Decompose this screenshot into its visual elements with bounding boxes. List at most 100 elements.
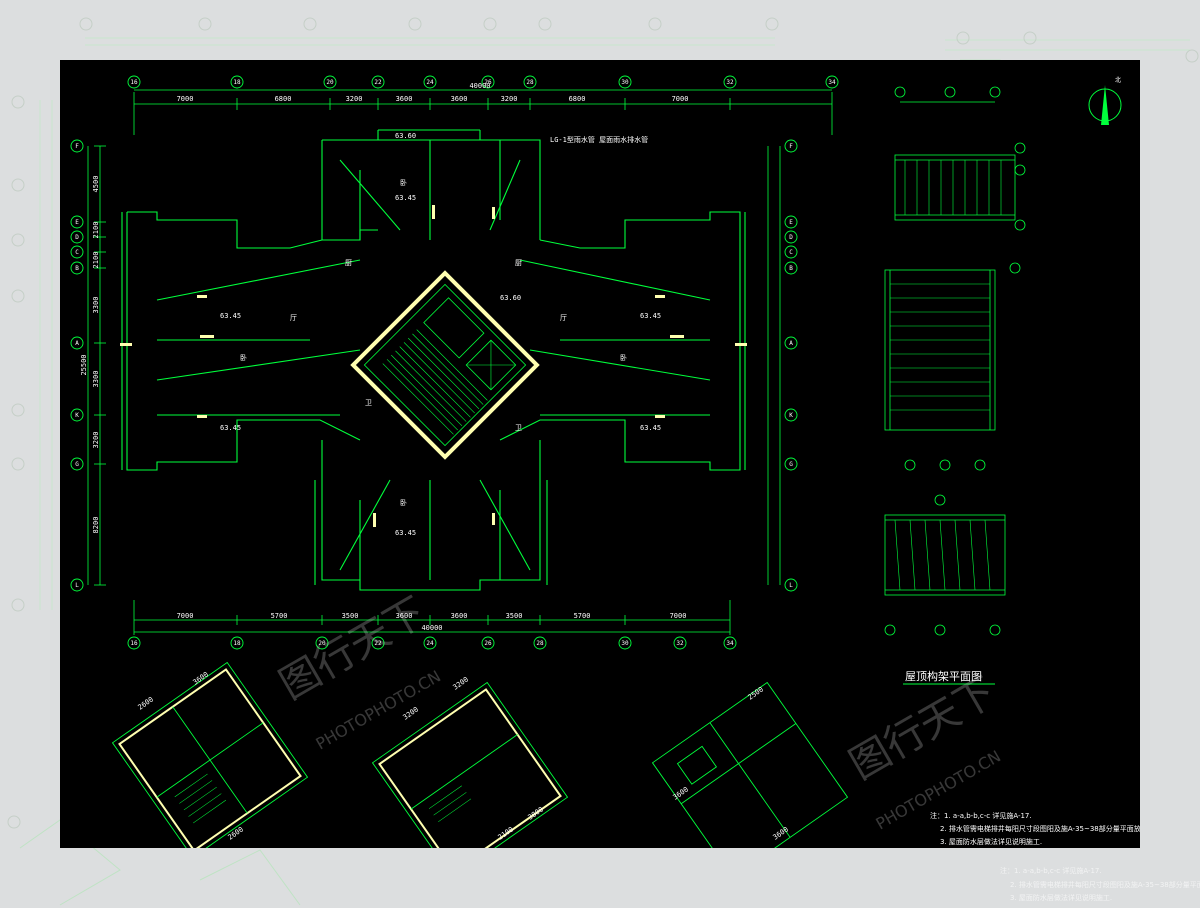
- room-label: 卫: [515, 424, 522, 432]
- svg-text:L: L: [789, 582, 793, 589]
- dimension-top: 3600: [396, 95, 413, 103]
- main-floor-plan: [121, 129, 746, 591]
- elevation-label: 63.45: [395, 529, 416, 537]
- room-label: 厨: [345, 259, 352, 267]
- dimension-total-bottom: 40000: [421, 624, 442, 632]
- svg-text:K: K: [789, 412, 793, 419]
- svg-text:L: L: [75, 582, 79, 589]
- axis-bubble-right: C: [784, 245, 798, 259]
- axis-bubble-left: F: [70, 139, 84, 153]
- svg-text:E: E: [75, 219, 79, 226]
- axis-bubble-top: 22: [371, 75, 385, 89]
- axis-bubble-bottom: 18: [230, 636, 244, 650]
- axis-bubble-left: E: [70, 215, 84, 229]
- dimension-bottom: 5700: [271, 612, 288, 620]
- svg-text:32: 32: [676, 640, 684, 647]
- room-label: 厅: [560, 314, 567, 322]
- dimension-bottom: 3600: [396, 612, 413, 620]
- svg-text:34: 34: [726, 640, 734, 647]
- background-note-line: 2. 排水管需电梯排井每阳尺寸段图阳及施A-35~38部分量平面放大图.: [1010, 880, 1200, 889]
- axis-bubble-bottom: 30: [618, 636, 632, 650]
- svg-text:D: D: [789, 234, 793, 241]
- axis-bubble-right: A: [784, 336, 798, 350]
- floor-plan-drawing: 16 18 20 22 24 26 28 30 32 34 40000 7000…: [70, 75, 1140, 848]
- plan-title: 屋顶构架平面图: [905, 669, 982, 683]
- svg-text:32: 32: [726, 79, 734, 86]
- cad-drawing-window: 16 18 20 22 24 26 28 30 32 34 40000 7000…: [60, 60, 1140, 848]
- roof-frame-detail-top: [894, 86, 1026, 231]
- axis-bubble-right: G: [784, 457, 798, 471]
- svg-text:18: 18: [233, 640, 241, 647]
- dimension-left: 2100: [92, 222, 100, 239]
- svg-text:C: C: [789, 249, 793, 256]
- axis-bubble-left: K: [70, 408, 84, 422]
- axis-bubble-left: L: [70, 578, 84, 592]
- axis-bubble-left: B: [70, 261, 84, 275]
- elevation-label: 63.60: [500, 294, 521, 302]
- svg-text:K: K: [75, 412, 79, 419]
- dimension-bottom: 7000: [670, 612, 687, 620]
- axis-bubble-bottom: 34: [723, 636, 737, 650]
- room-label: 厅: [290, 314, 297, 322]
- bottom-dimensions: 7000 5700 3500 3600 3600 3500 5700 7000 …: [177, 612, 687, 632]
- dimension-bottom: 3600: [451, 612, 468, 620]
- room-label: 卧: [620, 354, 627, 362]
- axis-bubble-left: D: [70, 230, 84, 244]
- svg-text:26: 26: [484, 79, 492, 86]
- axis-bubble-right: D: [784, 230, 798, 244]
- svg-text:30: 30: [621, 79, 629, 86]
- central-stair-core: [350, 270, 540, 460]
- sketch-dimension: 2500: [747, 685, 765, 701]
- svg-text:24: 24: [426, 79, 434, 86]
- background-note-line: 注：1. a-a,b-b,c-c 详见施A-17.: [1000, 866, 1102, 875]
- dimension-total-top: 40000: [469, 82, 490, 90]
- axis-bubble-bottom: 28: [533, 636, 547, 650]
- dimension-top: 7000: [672, 95, 689, 103]
- svg-text:A: A: [789, 340, 793, 347]
- top-dimensions: 40000 7000 6800 3200 3600 3600 3200 6800…: [177, 82, 689, 103]
- dimension-bottom: 5700: [574, 612, 591, 620]
- svg-text:22: 22: [374, 79, 382, 86]
- dimension-left: 3300: [92, 297, 100, 314]
- axis-bubble-bottom: 16: [127, 636, 141, 650]
- dimension-top: 3600: [451, 95, 468, 103]
- axis-bubble-bottom: 22: [371, 636, 385, 650]
- svg-text:18: 18: [233, 79, 241, 86]
- svg-text:16: 16: [130, 79, 138, 86]
- drain-pipe-note: LG-1型雨水管 屋面雨水排水管: [550, 135, 648, 144]
- elevation-label: 63.45: [220, 312, 241, 320]
- elevation-label: 63.45: [395, 194, 416, 202]
- axis-bubble-top: 18: [230, 75, 244, 89]
- svg-text:F: F: [75, 143, 79, 150]
- elevation-label: 63.45: [640, 424, 661, 432]
- note-line: 注：1. a-a,b-b,c-c 详见施A-17.: [930, 811, 1032, 820]
- svg-text:E: E: [789, 219, 793, 226]
- elevation-label: 63.60: [395, 132, 416, 140]
- axis-bubble-bottom: 26: [481, 636, 495, 650]
- svg-text:24: 24: [426, 640, 434, 647]
- axis-bubble-right: L: [784, 578, 798, 592]
- svg-text:22: 22: [374, 640, 382, 647]
- room-label: 卧: [400, 499, 407, 507]
- detail-sketch-3: [651, 681, 849, 848]
- axis-bubble-top: 30: [618, 75, 632, 89]
- axis-bubble-top: 24: [423, 75, 437, 89]
- svg-text:26: 26: [484, 640, 492, 647]
- axis-bubble-top: 32: [723, 75, 737, 89]
- dimension-top: 6800: [569, 95, 586, 103]
- background-notes: 注：1. a-a,b-b,c-c 详见施A-17. 2. 排水管需电梯排井每阳尺…: [1000, 866, 1200, 902]
- roof-frame-detail-bottom: [884, 494, 1006, 636]
- axis-bubble-top: 26: [481, 75, 495, 89]
- axis-bubble-top: 16: [127, 75, 141, 89]
- north-arrow-icon: 北: [1088, 76, 1122, 125]
- axis-bubble-left: A: [70, 336, 84, 350]
- dimension-top: 3200: [346, 95, 363, 103]
- room-label: 卧: [240, 354, 247, 362]
- axis-bubble-right: K: [784, 408, 798, 422]
- sketch-dimension: 3600: [192, 670, 210, 686]
- sketch-dimension: 3200: [452, 675, 470, 691]
- axis-bubble-bottom: 20: [315, 636, 329, 650]
- svg-text:F: F: [789, 143, 793, 150]
- dimension-total-left: 25500: [80, 354, 88, 375]
